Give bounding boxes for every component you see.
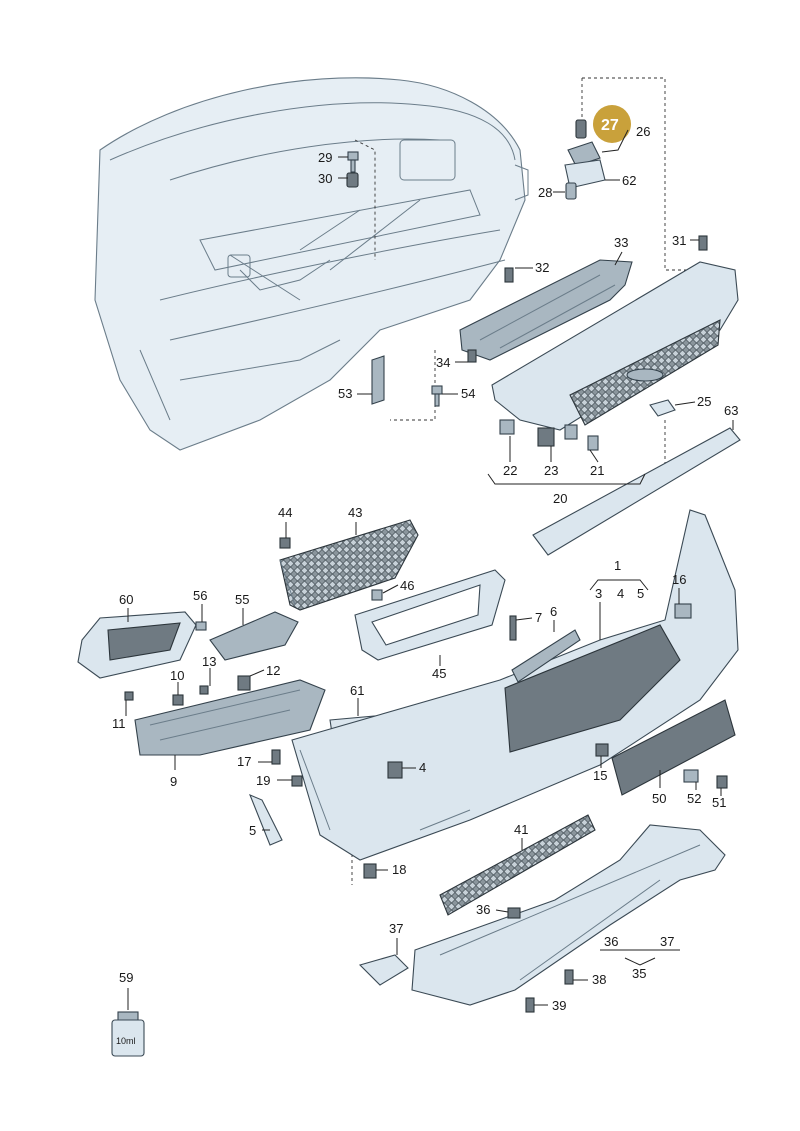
- part-bracket-55: [209, 611, 299, 661]
- leader-lines: [125, 129, 734, 1010]
- callout-54: 54: [461, 386, 475, 401]
- callout-44: 44: [278, 505, 292, 520]
- part-holder-15: [595, 743, 609, 757]
- part-exhaust-tip-60: [77, 611, 197, 679]
- part-bumper-cover-1: [291, 509, 739, 861]
- callout-1: 1: [614, 558, 621, 573]
- part-screw-7: [509, 615, 517, 641]
- part-nut-52: [683, 769, 699, 783]
- part-strip-6: [511, 629, 581, 683]
- callout-35: 35: [632, 966, 646, 981]
- bottle-label: 10ml: [116, 1036, 136, 1046]
- part-clip-18: [363, 863, 377, 879]
- callout-39: 39: [552, 998, 566, 1013]
- callout-29: 29: [318, 150, 332, 165]
- callout-37-right: 37: [660, 934, 674, 949]
- callout-61: 61: [350, 683, 364, 698]
- part-screw-19: [291, 775, 303, 787]
- callout-27: 27: [601, 117, 619, 134]
- callout-32: 32: [535, 260, 549, 275]
- callout-4-top: 4: [617, 586, 624, 601]
- part-cap-37: [358, 954, 409, 986]
- callout-34: 34: [436, 355, 450, 370]
- callout-4-bottom: 4: [419, 760, 426, 775]
- callout-26: 26: [636, 124, 650, 139]
- part-screw-39: [525, 997, 535, 1013]
- part-clip-46: [371, 589, 383, 601]
- callout-41: 41: [514, 822, 528, 837]
- part-cover-25: [649, 399, 676, 417]
- part-screw-38: [564, 969, 574, 985]
- part-clips-20: [499, 419, 599, 451]
- part-license-plate-50: [611, 699, 736, 796]
- callout-59: 59: [119, 970, 133, 985]
- part-screw-51: [716, 775, 728, 789]
- part-impact-absorber: [459, 259, 633, 363]
- callout-21: 21: [590, 463, 604, 478]
- part-screw-31: [698, 235, 708, 251]
- callout-45: 45: [432, 666, 446, 681]
- callout-37-left: 37: [389, 921, 403, 936]
- part-side-grille-43: [279, 519, 419, 611]
- callout-5-bottom: 5: [249, 823, 256, 838]
- callout-7: 7: [535, 610, 542, 625]
- callout-9: 9: [170, 774, 177, 789]
- callout-3: 3: [595, 586, 602, 601]
- part-screws-29-30: [346, 151, 359, 188]
- callout-15: 15: [593, 768, 607, 783]
- callout-33: 33: [614, 235, 628, 250]
- callout-28: 28: [538, 185, 552, 200]
- part-clip-4: [387, 761, 403, 779]
- callout-30: 30: [318, 171, 332, 186]
- part-diffuser-35: [411, 824, 726, 1006]
- part-bumper-bracket-9: [124, 675, 326, 756]
- callout-38: 38: [592, 972, 606, 987]
- callout-11: 11: [112, 716, 126, 731]
- callout-55: 55: [235, 592, 249, 607]
- callout-36-right: 36: [604, 934, 618, 949]
- part-bracket-53: [371, 355, 443, 407]
- vehicle-rear-body: [94, 77, 529, 451]
- callout-10: 10: [170, 668, 184, 683]
- part-screw-44: [279, 537, 291, 549]
- callout-22: 22: [503, 463, 517, 478]
- callout-43: 43: [348, 505, 362, 520]
- part-sensor-16: [674, 603, 692, 619]
- callout-6: 6: [550, 604, 557, 619]
- callout-5-top: 5: [637, 586, 644, 601]
- callout-63: 63: [724, 403, 738, 418]
- part-trim-strip-63: [532, 427, 741, 556]
- callout-31: 31: [672, 233, 686, 248]
- callout-52: 52: [687, 791, 701, 806]
- callout-51: 51: [712, 795, 726, 810]
- callout-13: 13: [202, 654, 216, 669]
- part-grille-frame-45: [354, 569, 506, 661]
- part-screw-17: [271, 749, 281, 765]
- callout-18: 18: [392, 862, 406, 877]
- highlight-badge: [593, 105, 631, 143]
- callout-62: 62: [622, 173, 636, 188]
- callout-53: 53: [338, 386, 352, 401]
- callout-36-left: 36: [476, 902, 490, 917]
- callout-12: 12: [266, 663, 280, 678]
- callout-56: 56: [193, 588, 207, 603]
- part-mesh-strip-41: [439, 814, 596, 916]
- part-grille-carrier: [491, 261, 739, 431]
- callout-23: 23: [544, 463, 558, 478]
- callout-17: 17: [237, 754, 251, 769]
- callout-labels: 29 30 27 26 28 62 31 32 33 34 54 53 25 6…: [112, 117, 738, 1046]
- callout-20: 20: [553, 491, 567, 506]
- part-bottle-59: [111, 1011, 145, 1057]
- callout-19: 19: [256, 773, 270, 788]
- callout-50: 50: [652, 791, 666, 806]
- callout-46: 46: [400, 578, 414, 593]
- part-trim-5: [249, 793, 283, 846]
- callout-16: 16: [672, 572, 686, 587]
- callout-60: 60: [119, 592, 133, 607]
- part-lock-bracket: [564, 119, 606, 200]
- callout-25: 25: [697, 394, 711, 409]
- part-screw-56: [195, 621, 207, 631]
